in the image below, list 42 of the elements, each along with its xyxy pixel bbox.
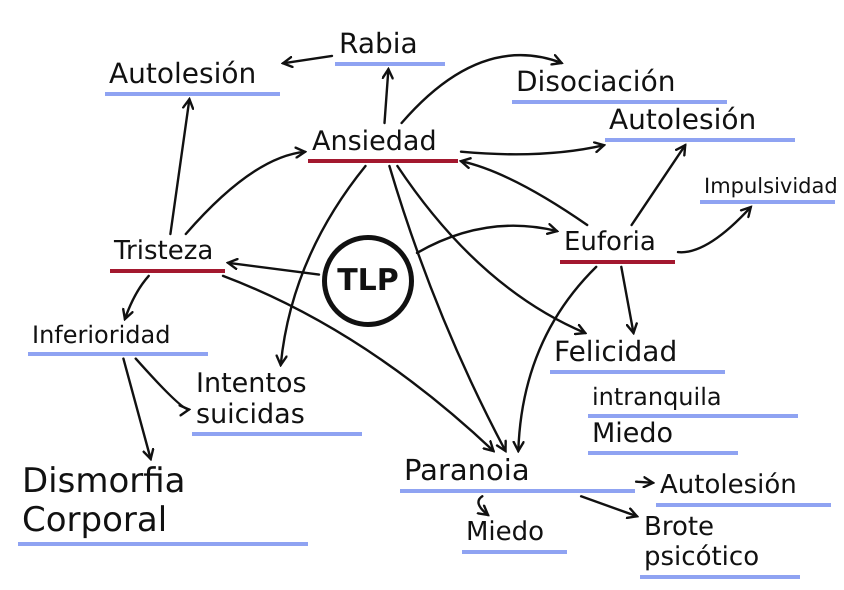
- arrow: [169, 98, 194, 236]
- arrow: [476, 495, 490, 516]
- concept-label: Intentos suicidas: [192, 368, 362, 436]
- arrow: [184, 146, 306, 236]
- arrow: [460, 140, 606, 156]
- concept-label: Disociación: [512, 66, 727, 104]
- arrow: [122, 357, 154, 460]
- concept-label: Inferioridad: [28, 322, 208, 356]
- arrow: [382, 68, 394, 124]
- concept-label: intranquila: [588, 384, 798, 418]
- arrow: [630, 144, 686, 226]
- concept-label: Brote psicótico: [640, 513, 800, 579]
- arrow: [400, 54, 563, 124]
- concept-label: Miedo: [462, 518, 567, 554]
- circle-node: TLP: [322, 235, 414, 327]
- concept-label: Rabia: [335, 28, 445, 66]
- arrow: [396, 164, 586, 335]
- arrow: [580, 495, 638, 520]
- arrow: [676, 206, 752, 254]
- concept-label: Tristeza: [110, 237, 225, 273]
- arrow: [388, 164, 507, 452]
- concept-label: Felicidad: [550, 336, 725, 374]
- concept-label: Autolesión: [105, 58, 280, 96]
- arrow: [282, 54, 334, 68]
- concept-label: Dismorfia Corporal: [18, 462, 308, 546]
- arrow: [222, 274, 495, 452]
- arrow: [620, 266, 638, 334]
- concept-label: Autolesión: [605, 104, 795, 142]
- arrow: [460, 157, 588, 226]
- arrow: [122, 274, 150, 320]
- arrow: [512, 266, 598, 452]
- arrow: [416, 223, 558, 254]
- concept-label: Euforia: [560, 228, 675, 264]
- arrow: [634, 476, 654, 488]
- concept-label: Paranoia: [400, 454, 635, 494]
- concept-label: Ansiedad: [308, 126, 458, 164]
- arrow: [276, 164, 367, 366]
- concept-label: Autolesión: [656, 471, 831, 507]
- arrow: [226, 258, 320, 276]
- concept-label: Impulsividad: [700, 174, 835, 204]
- arrow: [134, 357, 190, 414]
- concept-label: Miedo: [588, 418, 738, 456]
